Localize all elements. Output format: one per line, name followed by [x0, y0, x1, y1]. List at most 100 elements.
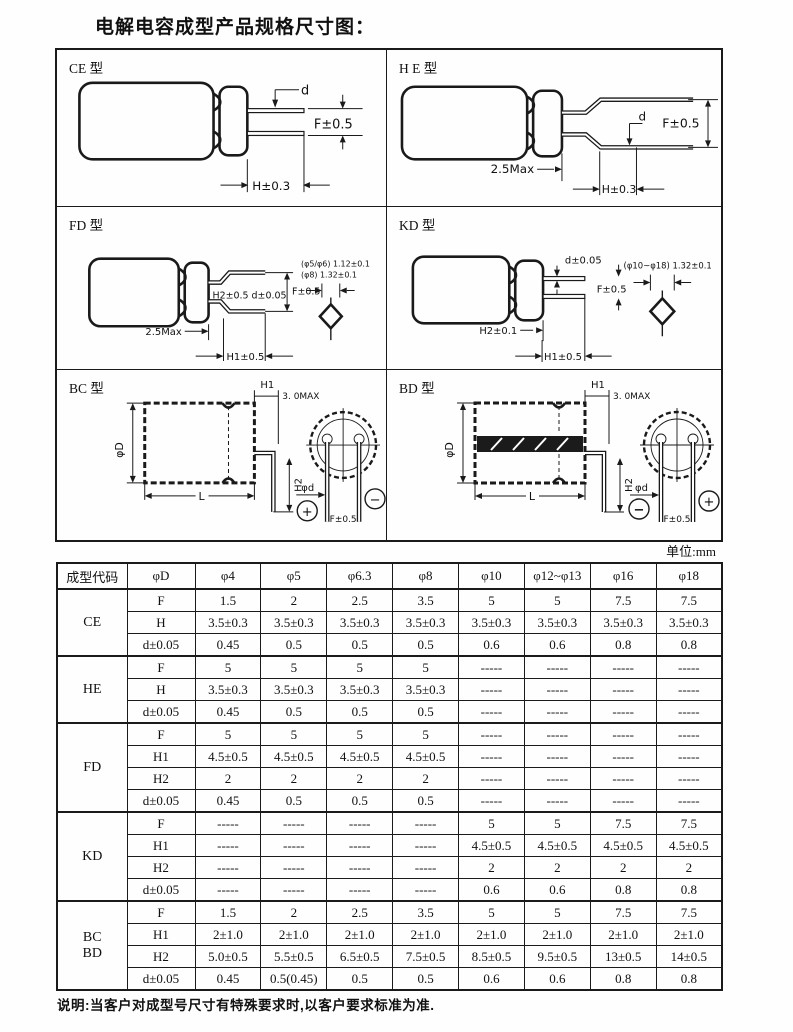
table-cell: ----- [326, 856, 394, 879]
bd-dim-h2-label: H2 [624, 478, 635, 492]
diagram-kd: KD 型 d±0.05 F±0.5 [387, 207, 721, 370]
bc-polarity-right-label: − [370, 493, 381, 508]
table-cell: 2.5 [326, 588, 394, 612]
table-cell: 5.5±0.5 [260, 945, 328, 968]
table-cell: 6.5±0.5 [326, 945, 394, 968]
table-cell: 0.5 [326, 633, 394, 657]
kd-dim-f-label: F±0.5 [597, 284, 627, 295]
bc-dim-max-label: 3. 0MAX [282, 392, 319, 402]
table-cell: 4.5±0.5 [260, 745, 328, 768]
table-cell: 2 [260, 588, 328, 612]
param-label: H2 [126, 767, 196, 790]
table-cell: 2 [392, 767, 459, 790]
table-cell: ----- [523, 700, 591, 724]
ce-capacitor-drawing: d F±0.5 H±0.3 [78, 81, 363, 193]
column-header: φ4 [194, 562, 262, 590]
table-cell: 3.5±0.3 [392, 678, 459, 701]
diagram-bd: BD 型 φD [387, 370, 721, 540]
kd-leadform-detail: (φ10~φ18) 1.32±0.1 [624, 261, 712, 337]
table-cell: 1.5 [194, 900, 262, 924]
table-cell: 5 [194, 655, 262, 679]
table-cell: 2 [260, 900, 328, 924]
table-cell: 0.8 [589, 878, 657, 902]
table-cell: 0.5 [392, 633, 459, 657]
param-label: d±0.05 [126, 633, 196, 657]
column-header: φD [126, 562, 196, 590]
table-cell: 0.45 [194, 967, 262, 991]
table-cell: ----- [326, 834, 394, 857]
param-label: H1 [126, 745, 196, 768]
diagram-ce: CE 型 d F±0.5 [57, 50, 387, 207]
bc-dim-h2-label: H2 [293, 478, 304, 492]
table-cell: ----- [326, 878, 394, 902]
param-label: H2 [126, 945, 196, 968]
he-body [400, 85, 694, 161]
kd-note1-label: (φ10~φ18) 1.32±0.1 [624, 261, 712, 271]
fd-capacitor-drawing: H2±0.5 d±0.05 F±0.5 2.5Max H1±0.5 (φ5/φ6… [88, 257, 370, 363]
table-cell: 4.5±0.5 [194, 745, 262, 768]
fd-dim-f-label: F±0.5 [292, 286, 320, 297]
bc-dim-f-label: F±0.5 [330, 515, 357, 525]
table-cell: ----- [194, 856, 262, 879]
table-cell: 3.5±0.3 [326, 611, 394, 634]
table-cell: ----- [655, 655, 723, 679]
table-cell: 5 [260, 722, 328, 746]
table-cell: 0.6 [523, 878, 591, 902]
table-cell: ----- [260, 856, 328, 879]
table-cell: 7.5 [655, 900, 723, 924]
table-cell: 14±0.5 [655, 945, 723, 968]
table-cell: 7.5 [589, 811, 657, 835]
ce-body [78, 81, 305, 161]
table-cell: 7.5 [655, 588, 723, 612]
table-cell: 5 [326, 722, 394, 746]
table-cell: 2±1.0 [260, 923, 328, 946]
column-header: φ16 [589, 562, 657, 590]
table-cell: ----- [458, 700, 525, 724]
bc-polarity-left-circle [296, 500, 318, 522]
table-cell: 3.5±0.3 [392, 611, 459, 634]
kd-capacitor-drawing: d±0.05 F±0.5 H2±0.1 H1±0.5 [411, 255, 712, 363]
table-cell: 0.8 [655, 878, 723, 902]
column-header: φ6.3 [326, 562, 394, 590]
table-cell: 5 [260, 655, 328, 679]
table-cell: ----- [655, 789, 723, 813]
he-capacitor-drawing: F±0.5 d 2.5Max H±0.3 [400, 85, 718, 196]
table-cell: ----- [589, 655, 657, 679]
table-cell: 4.5±0.5 [589, 834, 657, 857]
ce-dimensions: d F±0.5 H±0.3 [220, 84, 363, 193]
group-code: KD [56, 811, 128, 902]
bd-dim-l-label: L [529, 490, 536, 503]
table-cell: 4.5±0.5 [326, 745, 394, 768]
table-cell: 5.0±0.5 [194, 945, 262, 968]
table-cell: ----- [589, 745, 657, 768]
diagram-he-label: H E 型 [399, 61, 438, 76]
table-cell: ----- [458, 789, 525, 813]
table-cell: ----- [194, 834, 262, 857]
table-cell: 5 [392, 655, 459, 679]
table-cell: 3.5±0.3 [589, 611, 657, 634]
bc-capacitor-drawing: φD L H1 3. 0MAX H2 [113, 380, 386, 525]
table-cell: ----- [458, 722, 525, 746]
bc-dim-l-label: L [199, 490, 206, 503]
table-cell: 7.5±0.5 [392, 945, 459, 968]
bd-side-view [473, 401, 607, 512]
param-label: F [126, 811, 196, 835]
table-cell: 0.5 [260, 700, 328, 724]
column-header: φ18 [655, 562, 723, 590]
param-label: H1 [126, 834, 196, 857]
fd-note2-label: (φ8) 1.32±0.1 [301, 271, 357, 280]
bd-dim-f-label: F±0.5 [663, 515, 690, 525]
param-label: d±0.05 [126, 967, 196, 991]
fd-dimensions: H2±0.5 d±0.05 F±0.5 2.5Max H1±0.5 [145, 272, 320, 363]
table-cell: ----- [326, 811, 394, 835]
param-label: H [126, 678, 196, 701]
table-cell: 0.5 [392, 700, 459, 724]
table-cell: ----- [523, 767, 591, 790]
